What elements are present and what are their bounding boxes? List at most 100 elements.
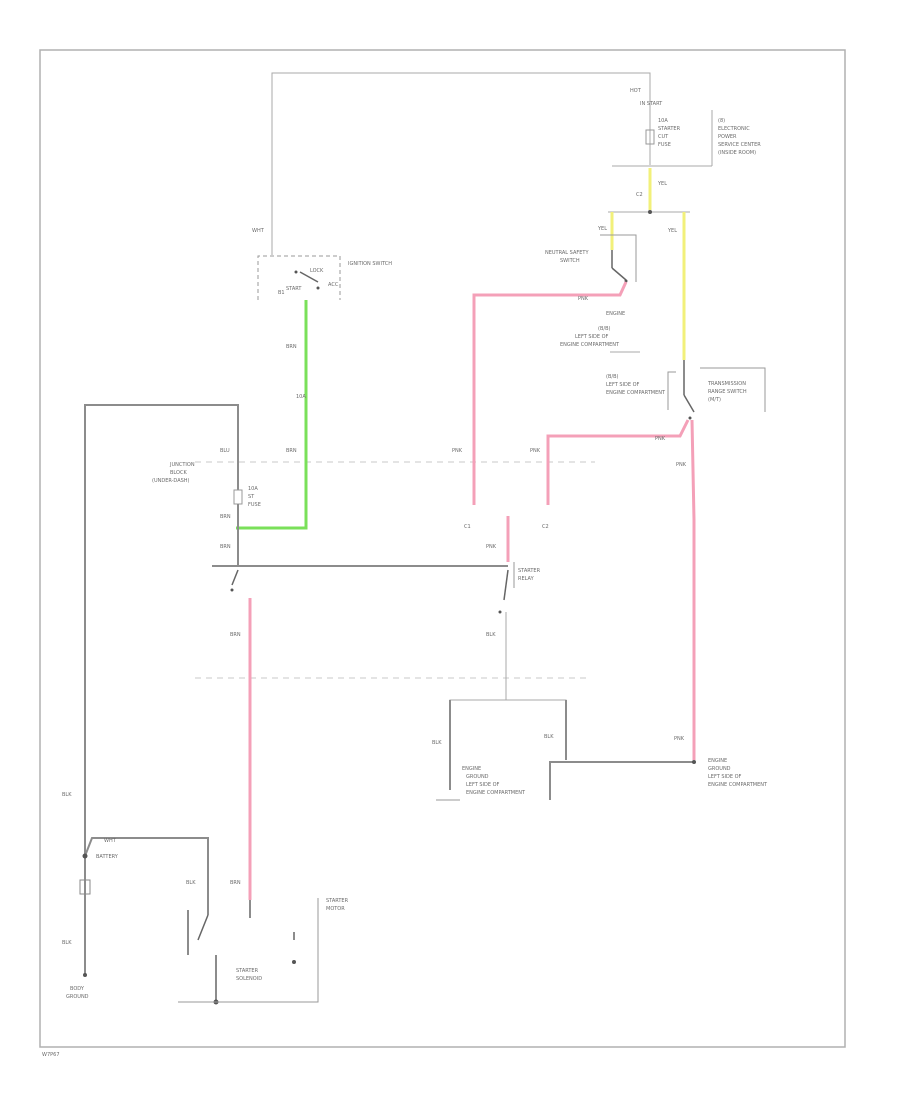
starter-motor-box [178, 898, 319, 1003]
battery-pos-dot [82, 853, 88, 859]
tr-switch-label-1: TRANSMISSION [707, 381, 746, 387]
wire-green-ign [236, 300, 308, 530]
wire-label-fuse-out-a: BRN [220, 514, 231, 520]
neutral-ref-1: (B/B) [598, 326, 610, 332]
wire-label-bat-pos: WHT [104, 838, 117, 844]
wire-label-ground-right: BLK [544, 734, 554, 740]
tr-switch-box-right [700, 367, 766, 412]
body-ground-1: BODY [70, 986, 85, 992]
jb-fuse-symbol [233, 489, 243, 505]
ignition-switch-box [257, 255, 341, 300]
neutral-switch-label-1: NEUTRAL SAFETY [545, 250, 589, 256]
wire-label-bat-neg: BLK [62, 940, 72, 946]
relay-left-switch [231, 569, 239, 586]
wire-pink-right [690, 419, 696, 760]
jb-label-2: BLOCK [170, 470, 187, 476]
tr-ref-3: ENGINE COMPARTMENT [606, 390, 666, 396]
ignition-switch-label: IGNITION SWITCH [348, 261, 392, 267]
wire-label-ign-out-2: BRN [286, 448, 297, 454]
ground-right-1: ENGINE [708, 758, 727, 764]
body-ground-2: GROUND [66, 994, 89, 1000]
wire-label-pink-mid: PNK [530, 448, 541, 454]
neutral-ref-2: LEFT SIDE OF [575, 334, 609, 340]
relay-label-1: STARTER [518, 568, 541, 574]
ground-right-3: LEFT SIDE OF [708, 774, 742, 780]
tr-ref-2: LEFT SIDE OF [606, 382, 640, 388]
pin-label-right: C2 [542, 524, 549, 530]
wire-label-ign-top: WHT [252, 228, 265, 234]
wire-label-left-vert: BLK [62, 792, 72, 798]
fuse-top-symbol [645, 129, 655, 145]
ground-right-2: GROUND [708, 766, 731, 772]
wire-label-neutral-out: PNK [578, 296, 589, 302]
wire-label-right-pink: PNK [676, 462, 687, 468]
wire-label-relay-coil: BRN [230, 632, 241, 638]
starter-motor-2: MOTOR [326, 906, 345, 912]
fuse-top-label-c: FUSE [658, 142, 671, 148]
relay-label-2: RELAY [518, 576, 535, 582]
ground-mid-3: LEFT SIDE OF [466, 782, 500, 788]
wire-pink-neutral [472, 281, 628, 505]
wire-label-ign-fuse: 10A [296, 394, 306, 400]
ground-right-dot [692, 760, 696, 764]
ignition-pos-acc: ACC [328, 282, 339, 288]
wire-label-fuse-out-b: BRN [220, 544, 231, 550]
starter-switch-arm [197, 914, 209, 941]
ipdm-ref-5: (INSIDE ROOM) [718, 150, 756, 156]
neutral-switch-arm [611, 267, 627, 281]
wire-left-loop [84, 404, 239, 860]
wire-ground-right-bus [549, 761, 694, 800]
ipdm-ref-4: SERVICE CENTER [718, 142, 761, 148]
ground-mid-2: GROUND [466, 774, 489, 780]
ground-mid-1: ENGINE [462, 766, 481, 772]
wire-ign-to-topfuse [271, 72, 651, 255]
tr-switch-dot [688, 416, 692, 420]
ignition-switch-dot-a [294, 270, 298, 274]
wire-ground-bus [449, 699, 567, 702]
ignition-pin: B1 [278, 290, 285, 296]
ipdm-ref-1: (8) [718, 118, 725, 124]
battery-label: BATTERY [96, 854, 119, 860]
wire-label-topfuse-pin: C2 [636, 192, 643, 198]
neutral-ref-3: ENGINE COMPARTMENT [560, 342, 620, 348]
relay-right-switch [503, 569, 509, 601]
ipdm-ref-3: POWER [718, 134, 737, 140]
ignition-switch-dot-b [316, 286, 320, 290]
wire-label-ign-out: BRN [286, 344, 297, 350]
neutral-switch-label-2: SWITCH [560, 258, 580, 264]
jb-fuse-label-2: FUSE [248, 502, 261, 508]
wire-label-tr-out: PNK [655, 436, 666, 442]
wire-label-pink-left: PNK [452, 448, 463, 454]
wire-pink-tr [546, 419, 690, 505]
relay-right-dot [498, 610, 502, 614]
wire-label-neutral-in: YEL [597, 226, 607, 232]
wire-bat-to-motor [84, 837, 209, 915]
fuse-top-amp: 10A [658, 118, 668, 124]
ground-mid-4: ENGINE COMPARTMENT [466, 790, 526, 796]
battery-cell-symbol [79, 879, 91, 895]
jb-label-3: (UNDER-DASH) [152, 478, 190, 484]
ipdm-ref-2: ELECTRONIC [718, 126, 750, 132]
motor-dot [292, 960, 296, 964]
fuse-top-line2: IN START [640, 101, 663, 107]
tr-switch-label-3: (M/T) [708, 397, 721, 403]
ground-right-4: ENGINE COMPARTMENT [708, 782, 768, 788]
ignition-pos-start: START [286, 286, 302, 292]
tr-switch-arm [683, 394, 695, 413]
wire-label-relay-out: BLK [486, 632, 496, 638]
pin-label-left: C1 [464, 524, 471, 530]
jb-fuse-label-1: ST [248, 494, 255, 500]
neutral-switch-box [600, 234, 637, 282]
fuse-top-label-a: STARTER [658, 126, 681, 132]
frame-code: W7P67 [42, 1052, 60, 1058]
splice-top-dot [648, 210, 652, 214]
ignition-pos-lock: LOCK [310, 268, 324, 274]
tr-ref-1: (B/B) [606, 374, 618, 380]
wire-label-right-pink-2: PNK [674, 736, 685, 742]
fuse-top-line1: HOT [630, 88, 642, 94]
wire-label-fuse-in: BLU [220, 448, 230, 454]
neutral-ref-extra: ENGINE [606, 311, 625, 317]
wire-label-solenoid: BRN [230, 880, 241, 886]
